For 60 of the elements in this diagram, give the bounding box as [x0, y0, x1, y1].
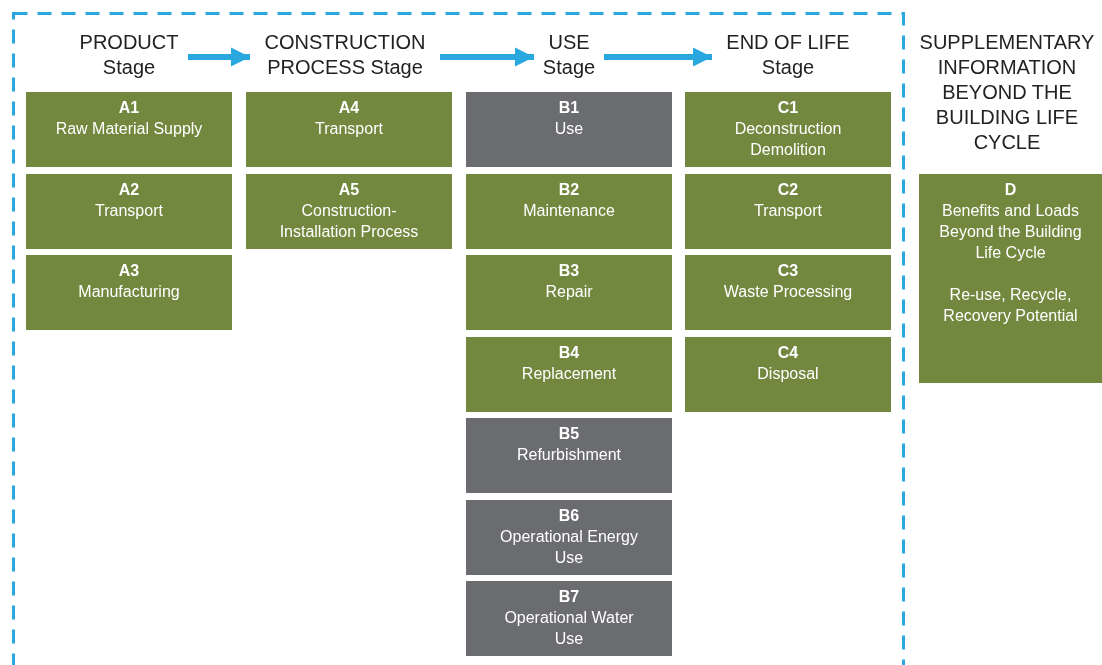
- module-box: [26, 92, 232, 167]
- module-code: A3: [118, 261, 140, 281]
- module-code: B1: [558, 98, 580, 118]
- module-label: Refurbishment: [516, 445, 621, 465]
- module-box: [466, 581, 672, 656]
- module-box: [685, 92, 891, 167]
- module-label: Transport: [315, 119, 383, 139]
- stage-heading: END OF LIFE Stage: [712, 30, 864, 84]
- module-code: A4: [338, 98, 360, 118]
- module-box: [685, 174, 891, 249]
- arrow: [604, 47, 712, 67]
- stage-heading: PRODUCT Stage: [70, 30, 188, 84]
- module-code: D: [1004, 180, 1017, 200]
- module-box: [246, 92, 452, 167]
- module-code: A2: [118, 180, 140, 200]
- arrow: [188, 47, 250, 67]
- module-label: Benefits and Loads Beyond the Building Life Cycle: [938, 201, 1083, 263]
- module-code: C1: [777, 98, 799, 118]
- module-label: Repair: [545, 282, 593, 302]
- module-code: B4: [558, 343, 580, 363]
- module-box: [919, 174, 1102, 383]
- module-label: Deconstruction Demolition: [733, 119, 843, 160]
- module-label: Transport: [95, 201, 163, 221]
- module-code: C2: [777, 180, 799, 200]
- module-box: [466, 418, 672, 493]
- module-box: [26, 174, 232, 249]
- module-label: Use: [554, 119, 584, 139]
- module-label: Transport: [754, 201, 822, 221]
- arrow: [440, 47, 534, 67]
- module-box: [466, 500, 672, 575]
- module-label: Operational Energy Use: [499, 527, 639, 568]
- module-box: [685, 255, 891, 330]
- module-label: Operational Water Use: [503, 608, 635, 649]
- module-code: B2: [558, 180, 580, 200]
- module-box: [26, 255, 232, 330]
- module-box: [466, 337, 672, 412]
- module-code: A5: [338, 180, 360, 200]
- module-box: [466, 174, 672, 249]
- module-label: Raw Material Supply: [55, 119, 203, 139]
- module-label: Manufacturing: [78, 282, 180, 302]
- module-code: B3: [558, 261, 580, 281]
- module-label: Replacement: [521, 364, 617, 384]
- stage-heading: SUPPLEMENTARY INFORMATION BEYOND THE BUILDING LIFE CYCLE: [912, 30, 1102, 158]
- module-code: B6: [558, 506, 580, 526]
- module-label: Disposal: [757, 364, 819, 384]
- stage-heading: USE Stage: [534, 30, 604, 84]
- module-box: [685, 337, 891, 412]
- stage-heading: CONSTRUCTION PROCESS Stage: [250, 30, 440, 84]
- module-code: A1: [118, 98, 140, 118]
- module-code: C4: [777, 343, 799, 363]
- module-label: Re-use, Recycle, Recovery Potential: [942, 285, 1079, 326]
- module-code: B7: [558, 587, 580, 607]
- module-code: B5: [558, 424, 580, 444]
- module-box: [246, 174, 452, 249]
- module-code: C3: [777, 261, 799, 281]
- module-label: Waste Processing: [723, 282, 853, 302]
- module-label: Maintenance: [523, 201, 615, 221]
- module-label: Construction-Installation Process: [278, 201, 420, 242]
- module-box: [466, 92, 672, 167]
- module-box: [466, 255, 672, 330]
